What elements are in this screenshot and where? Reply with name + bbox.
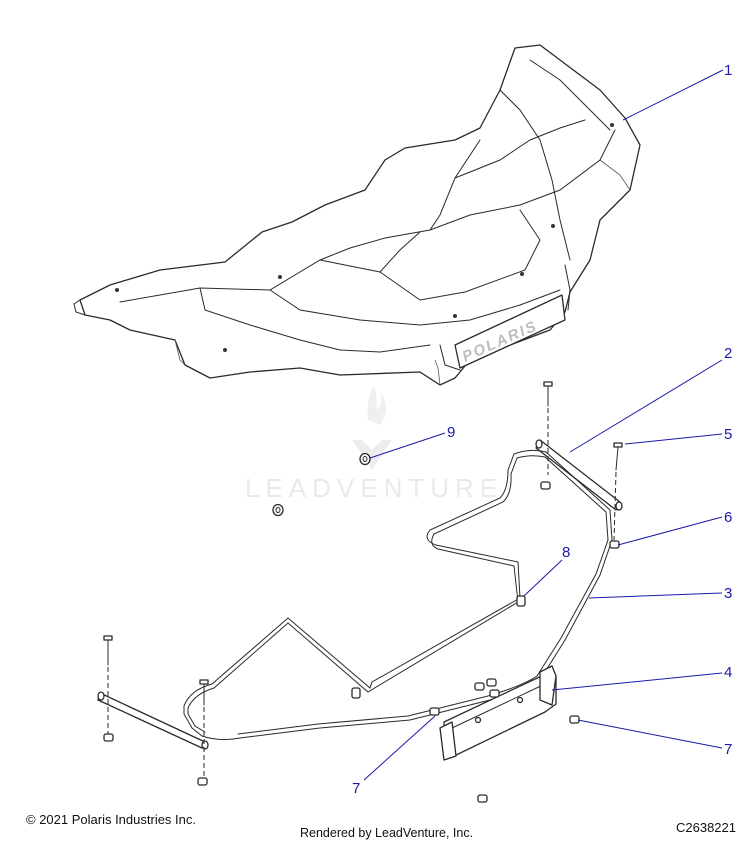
callout-labels: 1 2 3 4 5 6 7 7 8 9 (352, 62, 732, 797)
watermark-logo: LEADVENTURE (245, 385, 503, 503)
callout-8: 8 (562, 544, 570, 561)
bolt-icon (543, 381, 553, 475)
callout-9: 9 (447, 424, 455, 441)
callout-2: 2 (724, 345, 732, 362)
bolt-icon (199, 679, 209, 778)
bolt-icon (613, 442, 623, 541)
nut-fasteners (103, 481, 620, 786)
callout-5: 5 (724, 426, 732, 443)
bolt-icon (474, 678, 500, 698)
diagram-code: C2638221 (676, 820, 736, 835)
bolt-icon (429, 707, 580, 803)
rendered-by-text: Rendered by LeadVenture, Inc. (300, 826, 474, 840)
bolt-fasteners (103, 381, 623, 803)
callout-1: 1 (724, 62, 732, 79)
bolt-icon (351, 687, 361, 699)
copyright-text: © 2021 Polaris Industries Inc. (26, 812, 196, 827)
crossbar-tube (535, 439, 623, 511)
grommet-icons (272, 452, 371, 517)
mounting-bracket (439, 665, 557, 761)
callout-leaders (363, 69, 724, 781)
front-body-panel: POLARIS (73, 44, 641, 386)
bolt-icon (516, 595, 526, 607)
bolt-icon (103, 635, 113, 735)
callout-6: 6 (724, 509, 732, 526)
callout-4: 4 (724, 664, 732, 681)
watermark-text: LEADVENTURE (245, 473, 503, 503)
callout-3: 3 (724, 585, 732, 602)
callout-7-lower: 7 (352, 780, 360, 797)
callout-7: 7 (724, 741, 732, 758)
